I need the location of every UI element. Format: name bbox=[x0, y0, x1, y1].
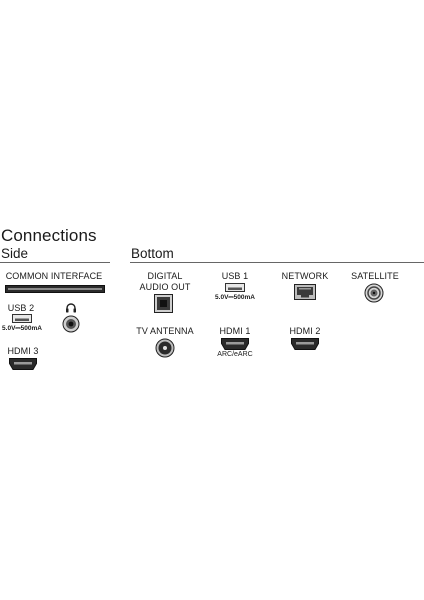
ci-slot-icon bbox=[5, 285, 105, 293]
satellite-port-icon bbox=[364, 283, 384, 303]
antenna-port-icon bbox=[155, 338, 175, 358]
bottom-divider bbox=[130, 262, 424, 263]
usb1-power-label: 5.0V⎓500mA bbox=[215, 294, 255, 301]
hdmi-port-icon bbox=[221, 338, 249, 350]
tv-antenna-label: TV ANTENNA bbox=[136, 326, 194, 336]
section-bottom-title: Bottom bbox=[131, 246, 174, 261]
hdmi-port-icon bbox=[9, 358, 37, 370]
usb-port-icon bbox=[225, 283, 245, 292]
audio-out-label: AUDIO OUT bbox=[139, 282, 191, 292]
headphone-jack-icon bbox=[62, 315, 80, 333]
ethernet-port-icon bbox=[294, 284, 316, 300]
section-side-title: Side bbox=[1, 246, 29, 261]
hdmi3-label: HDMI 3 bbox=[7, 346, 39, 356]
hdmi1-label: HDMI 1 bbox=[219, 326, 251, 336]
common-interface-label: COMMON INTERFACE bbox=[5, 271, 103, 281]
usb2-power-label: 5.0V⎓500mA bbox=[2, 325, 42, 332]
optical-port-icon bbox=[154, 294, 173, 313]
side-divider bbox=[0, 262, 110, 263]
usb2-label: USB 2 bbox=[7, 303, 35, 313]
satellite-label: SATELLITE bbox=[351, 271, 399, 281]
network-label: NETWORK bbox=[281, 271, 329, 281]
hdmi2-label: HDMI 2 bbox=[289, 326, 321, 336]
hdmi1-arc-label: ARC/eARC bbox=[217, 351, 253, 358]
headphone-icon bbox=[65, 302, 77, 313]
digital-label: DIGITAL bbox=[147, 271, 183, 281]
usb-port-icon bbox=[12, 314, 32, 323]
hdmi-port-icon bbox=[291, 338, 319, 350]
usb1-label: USB 1 bbox=[221, 271, 249, 281]
page-title: Connections bbox=[1, 226, 97, 245]
